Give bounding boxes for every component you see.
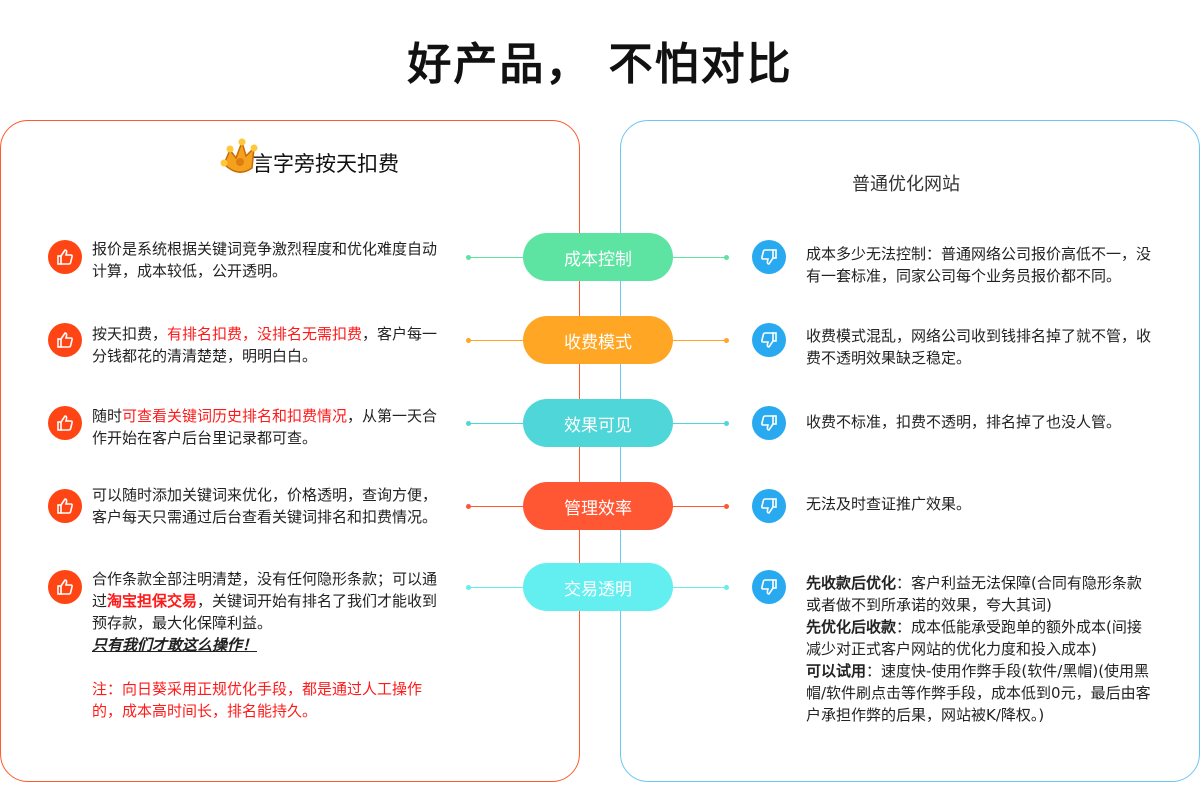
thumbs-down-icon	[752, 570, 786, 604]
thumbs-up-icon	[48, 570, 82, 604]
connector-dot	[466, 585, 471, 590]
connector-dot	[466, 255, 471, 260]
right-text-5: 先收款后优化：客户利益无法保障(合同有隐形条款或者做不到所承诺的效果，夸大其词)…	[806, 574, 1151, 724]
category-pill: 交易透明	[523, 563, 673, 611]
thumbs-down-icon	[752, 406, 786, 440]
right-text-3: 收费不标准，扣费不透明，排名掉了也没人管。	[806, 413, 1122, 431]
thumbs-down-icon	[752, 240, 786, 274]
emphasis-text: 只有我们才敢这么操作！	[92, 636, 258, 654]
left-text-5: 合作条款全部注明清楚，没有任何隐形条款；可以通过淘宝担保交易，关键词开始有排名了…	[92, 568, 440, 722]
left-header: 言字旁按天扣费	[220, 138, 399, 178]
connector-dot	[724, 338, 729, 343]
category-pill: 成本控制	[523, 233, 673, 281]
right-text-1: 成本多少无法控制：普通网络公司报价高低不一，没有一套标准，同家公司每个业务员报价…	[806, 245, 1152, 285]
left-text-3: 随时可查看关键词历史排名和扣费情况，从第一天合作开始在客户后台里记录都可查。	[92, 407, 438, 447]
thumbs-up-icon	[48, 240, 82, 274]
left-text-2: 按天扣费，有排名扣费，没排名无需扣费，客户每一分钱都花的清清楚楚，明明白白。	[92, 325, 438, 365]
left-header-title: 言字旁按天扣费	[252, 152, 399, 176]
connector-dot	[724, 504, 729, 509]
crown-icon	[220, 138, 258, 178]
connector-dot	[466, 504, 471, 509]
connector-dot	[466, 338, 471, 343]
left-text-4: 可以随时添加关键词来优化，价格透明，查询方便，客户每天只需通过后台查看关键词排名…	[92, 486, 438, 526]
thumbs-down-icon	[752, 489, 786, 523]
thumbs-up-icon	[48, 489, 82, 523]
left-card	[0, 120, 580, 782]
left-text-1: 报价是系统根据关键词竞争激烈程度和优化难度自动计算，成本较低，公开透明。	[92, 240, 438, 280]
connector-dot	[466, 421, 471, 426]
connector-dot	[724, 585, 729, 590]
connector-dot	[724, 421, 729, 426]
note-text: 注：向日葵采用正规优化手段，都是通过人工操作的，成本高时间长，排名能持久。	[92, 680, 423, 720]
category-pill: 效果可见	[523, 399, 673, 447]
page-title: 好产品， 不怕对比	[407, 39, 793, 90]
thumbs-up-icon	[48, 323, 82, 357]
right-text-4: 无法及时查证推广效果。	[806, 495, 972, 513]
thumbs-up-icon	[48, 406, 82, 440]
right-header-title: 普通优化网站	[852, 174, 960, 195]
thumbs-down-icon	[752, 323, 786, 357]
category-pill: 管理效率	[523, 482, 673, 530]
right-text-2: 收费模式混乱，网络公司收到钱排名掉了就不管，收费不透明效果缺乏稳定。	[806, 327, 1152, 367]
connector-dot	[724, 255, 729, 260]
category-pill: 收费模式	[523, 316, 673, 364]
